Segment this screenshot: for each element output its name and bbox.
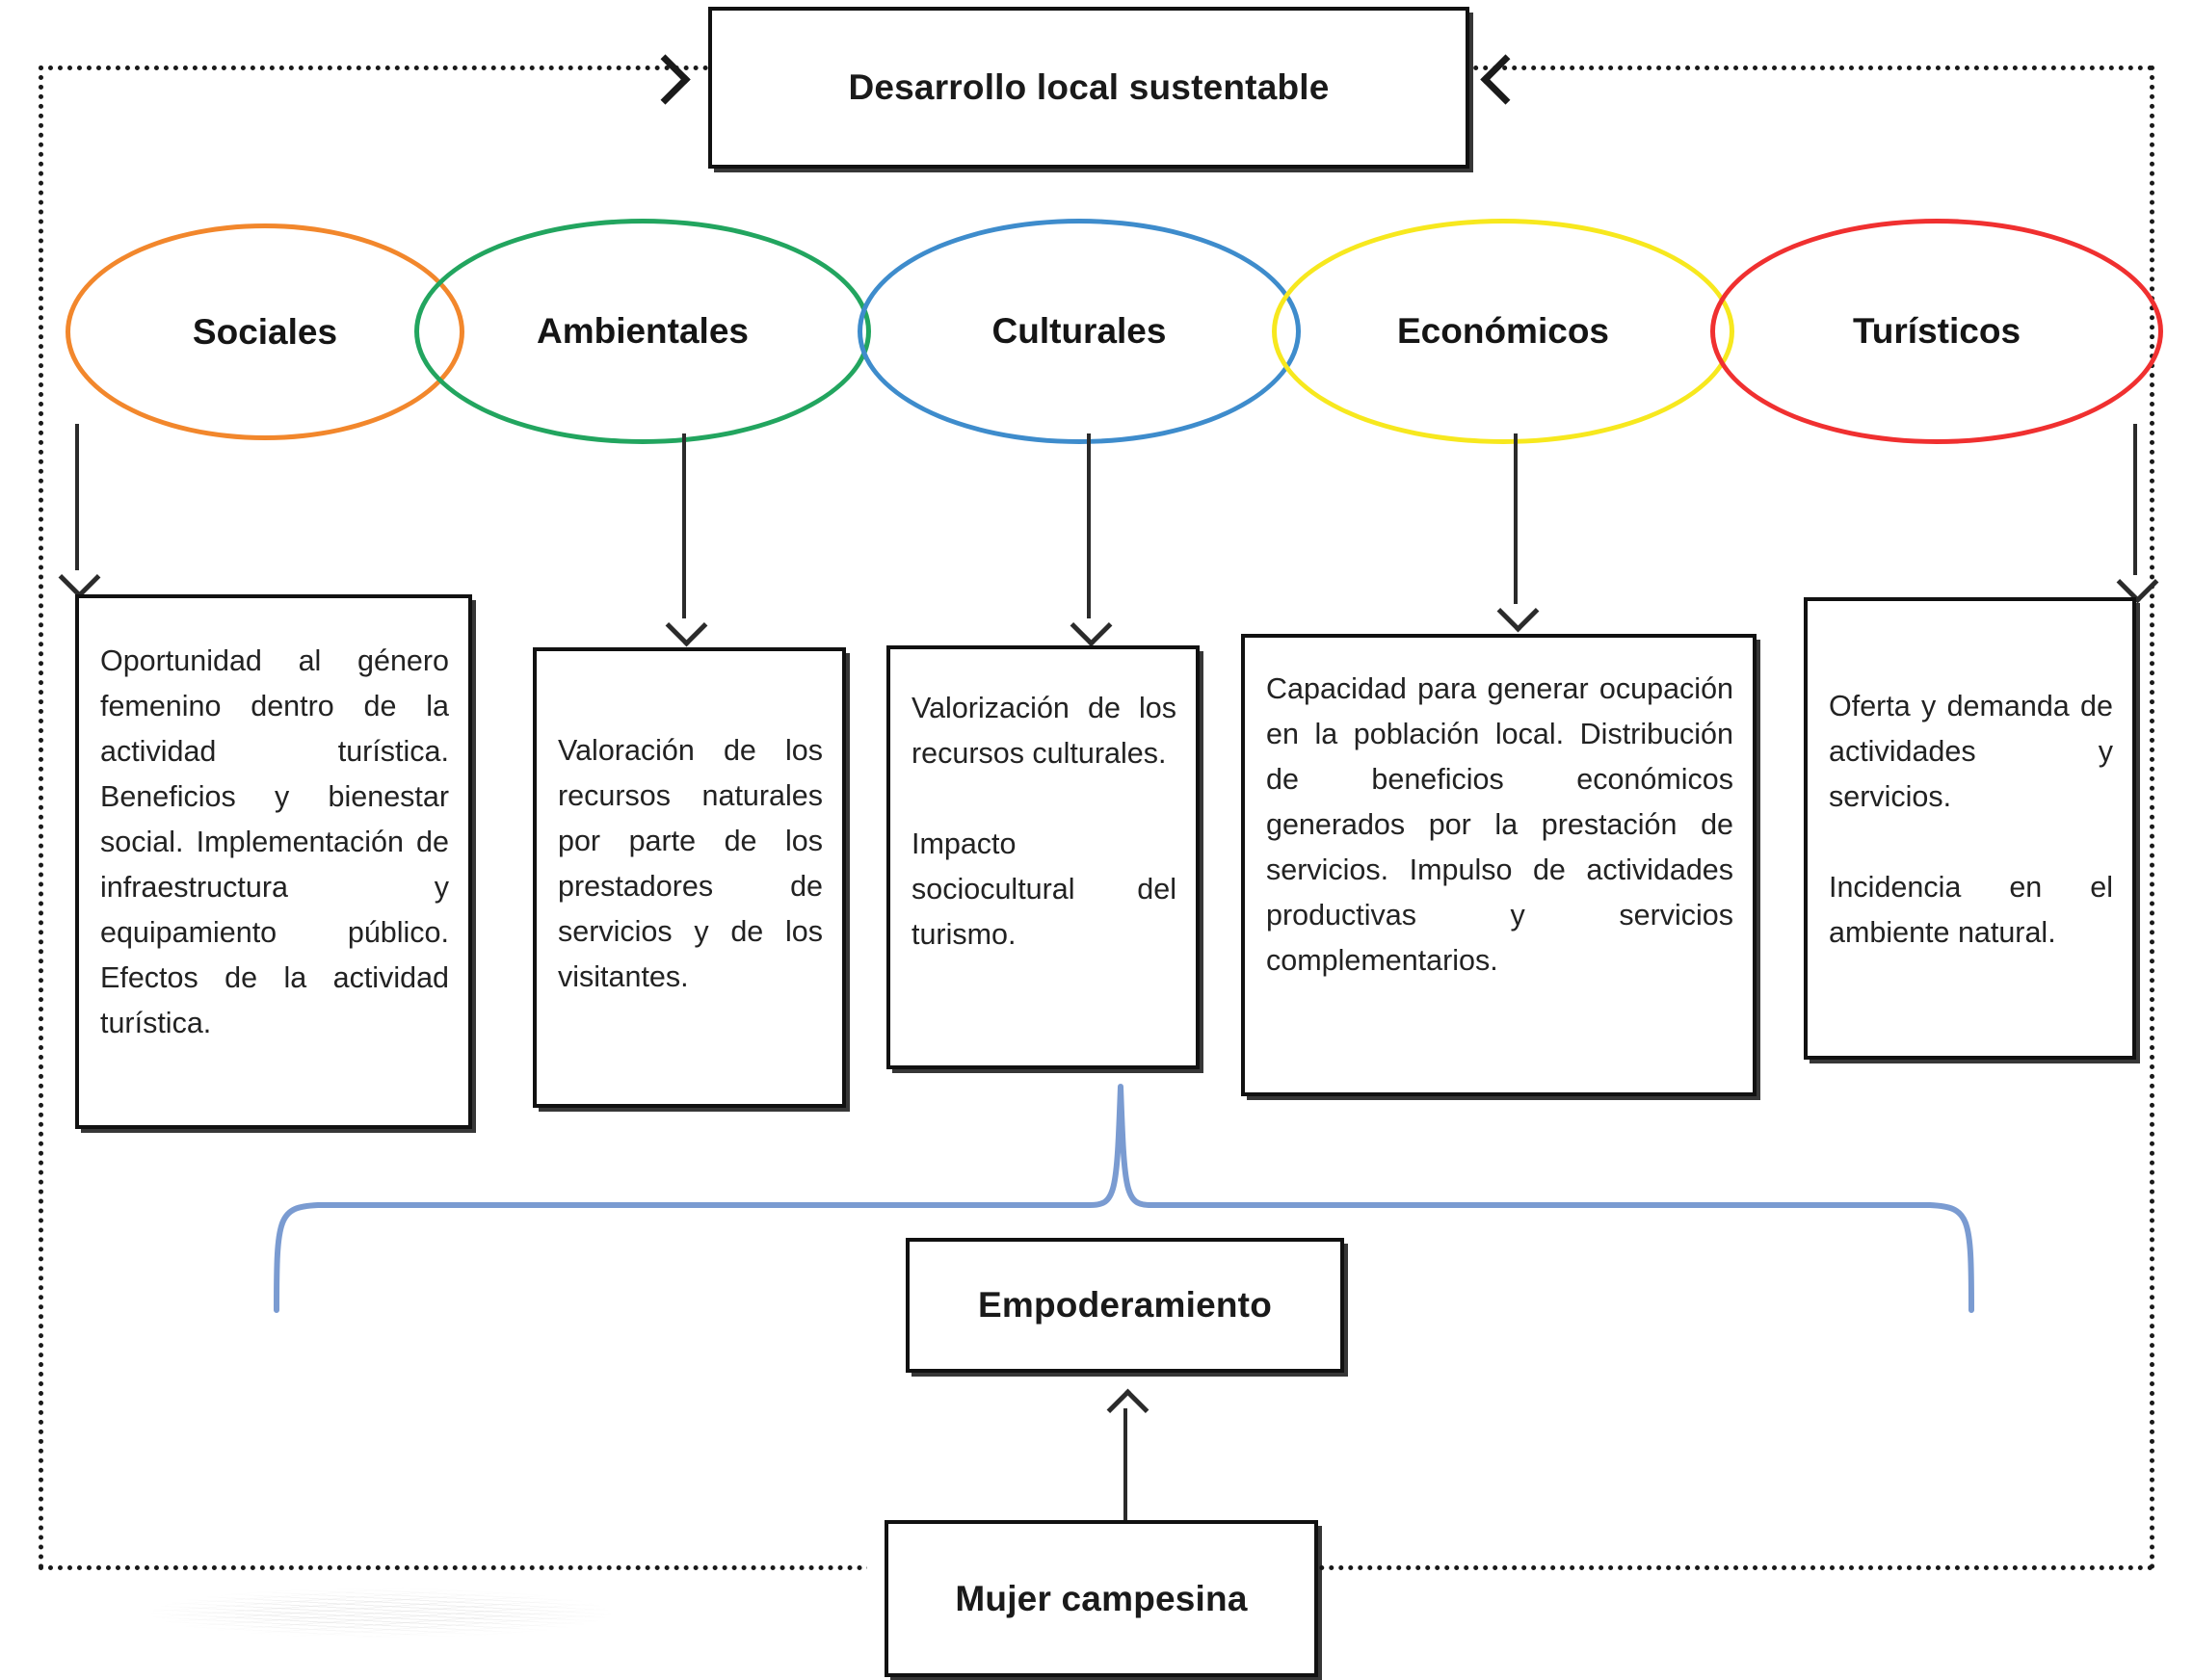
title-box: Desarrollo local sustentable (708, 7, 1469, 169)
ellipse-culturales-label: Culturales (991, 311, 1167, 351)
arrow-turisticos-down (2116, 424, 2159, 604)
detail-box-culturales: Valorización de los recursos culturales.… (886, 645, 1200, 1069)
ellipse-sociales-label: Sociales (192, 311, 338, 352)
title-box-label: Desarrollo local sustentable (848, 67, 1330, 107)
ellipse-economicos-label: Económicos (1397, 311, 1609, 351)
frame-arrowhead-left-icon (640, 54, 691, 105)
detail-box-culturales-text: Valorización de los recursos culturales.… (912, 692, 1176, 951)
actor-box: Mujer campesina (885, 1520, 1318, 1677)
detail-box-economicos-text: Capacidad para generar ocupación en la p… (1266, 672, 1733, 977)
ellipse-ambientales[interactable]: Ambientales (414, 219, 871, 444)
detail-box-sociales: Oportunidad al género femenino dentro de… (75, 594, 472, 1129)
ellipse-economicos[interactable]: Económicos (1272, 219, 1734, 444)
frame-arrowhead-right-icon (1480, 54, 1531, 105)
actor-box-label: Mujer campesina (955, 1578, 1248, 1618)
empowerment-box: Empoderamiento (906, 1238, 1344, 1373)
detail-box-economicos: Capacidad para generar ocupación en la p… (1241, 634, 1757, 1096)
arrow-economicos-down (1496, 433, 1540, 633)
ellipse-ambientales-label: Ambientales (536, 311, 749, 351)
detail-box-sociales-text: Oportunidad al género femenino dentro de… (100, 644, 449, 1039)
scan-watermark (92, 1578, 670, 1645)
arrow-sociales-down (58, 424, 101, 599)
arrow-culturales-down (1070, 433, 1113, 647)
ellipse-turisticos-label: Turísticos (1852, 311, 2021, 351)
ellipse-sociales[interactable]: Sociales (66, 223, 464, 440)
detail-box-ambientales-text: Valoración de los recursos naturales por… (558, 734, 823, 993)
ellipse-culturales[interactable]: Culturales (858, 219, 1301, 444)
ellipse-turisticos[interactable]: Turísticos (1710, 219, 2163, 444)
empowerment-box-label: Empoderamiento (977, 1285, 1272, 1325)
arrow-ambientales-down (665, 433, 708, 647)
detail-box-ambientales: Valoración de los recursos naturales por… (533, 647, 846, 1108)
detail-box-turisticos: Oferta y demanda de actividades y servic… (1804, 597, 2136, 1060)
arrow-actor-to-empowerment (1106, 1388, 1149, 1522)
detail-box-turisticos-text: Oferta y demanda de actividades y servic… (1829, 690, 2113, 949)
